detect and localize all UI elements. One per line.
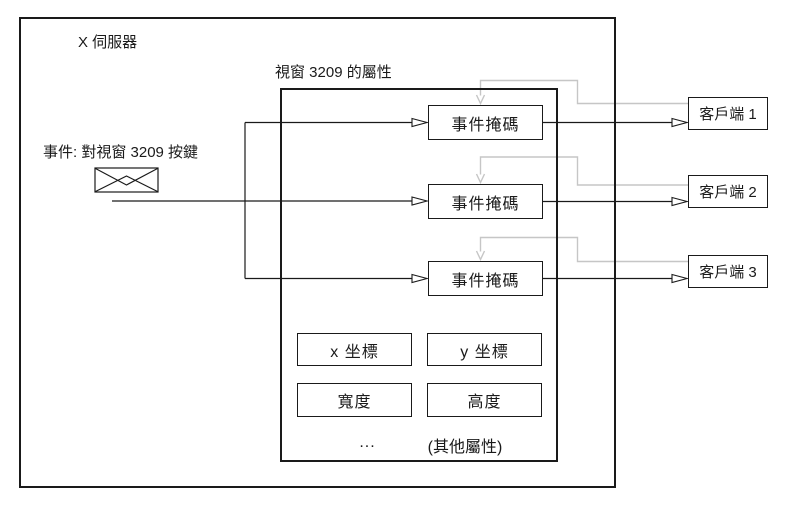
property-label: 寬度	[337, 394, 372, 411]
event-mask-box-3: 事件掩碼	[428, 261, 543, 296]
property-label: x 坐標	[330, 343, 379, 361]
event-mask-box-2: 事件掩碼	[428, 184, 543, 219]
client-box-2: 客戶端 2	[688, 175, 768, 208]
client-label: 客戶端 1	[699, 106, 757, 123]
window-properties-label: 視窗 3209 的屬性	[275, 64, 392, 81]
property-box-height: 高度	[427, 383, 542, 417]
property-box-x: x 坐標	[297, 333, 412, 366]
event-mask-box-1: 事件掩碼	[428, 105, 543, 140]
client-box-3: 客戶端 3	[688, 255, 768, 288]
property-label: y 坐標	[460, 343, 509, 361]
event-mask-label: 事件掩碼	[451, 195, 520, 213]
property-box-width: 寬度	[297, 383, 412, 417]
window-properties-box	[280, 88, 558, 462]
other-properties-label: (其他屬性)	[427, 439, 503, 456]
client-box-1: 客戶端 1	[688, 97, 768, 130]
event-flow-arrows	[112, 117, 690, 284]
ellipsis: ...	[359, 434, 376, 451]
event-mask-label: 事件掩碼	[451, 272, 520, 290]
client-label: 客戶端 2	[699, 184, 757, 201]
envelope-icon	[94, 167, 159, 193]
property-box-y: y 坐標	[427, 333, 542, 366]
property-label: 高度	[467, 394, 502, 411]
client-label: 客戶端 3	[699, 264, 757, 281]
x-server-box	[19, 17, 616, 488]
x-server-label: X 伺服器	[78, 34, 138, 51]
event-label: 事件: 對視窗 3209 按鍵	[43, 144, 199, 161]
event-mask-label: 事件掩碼	[451, 116, 520, 134]
